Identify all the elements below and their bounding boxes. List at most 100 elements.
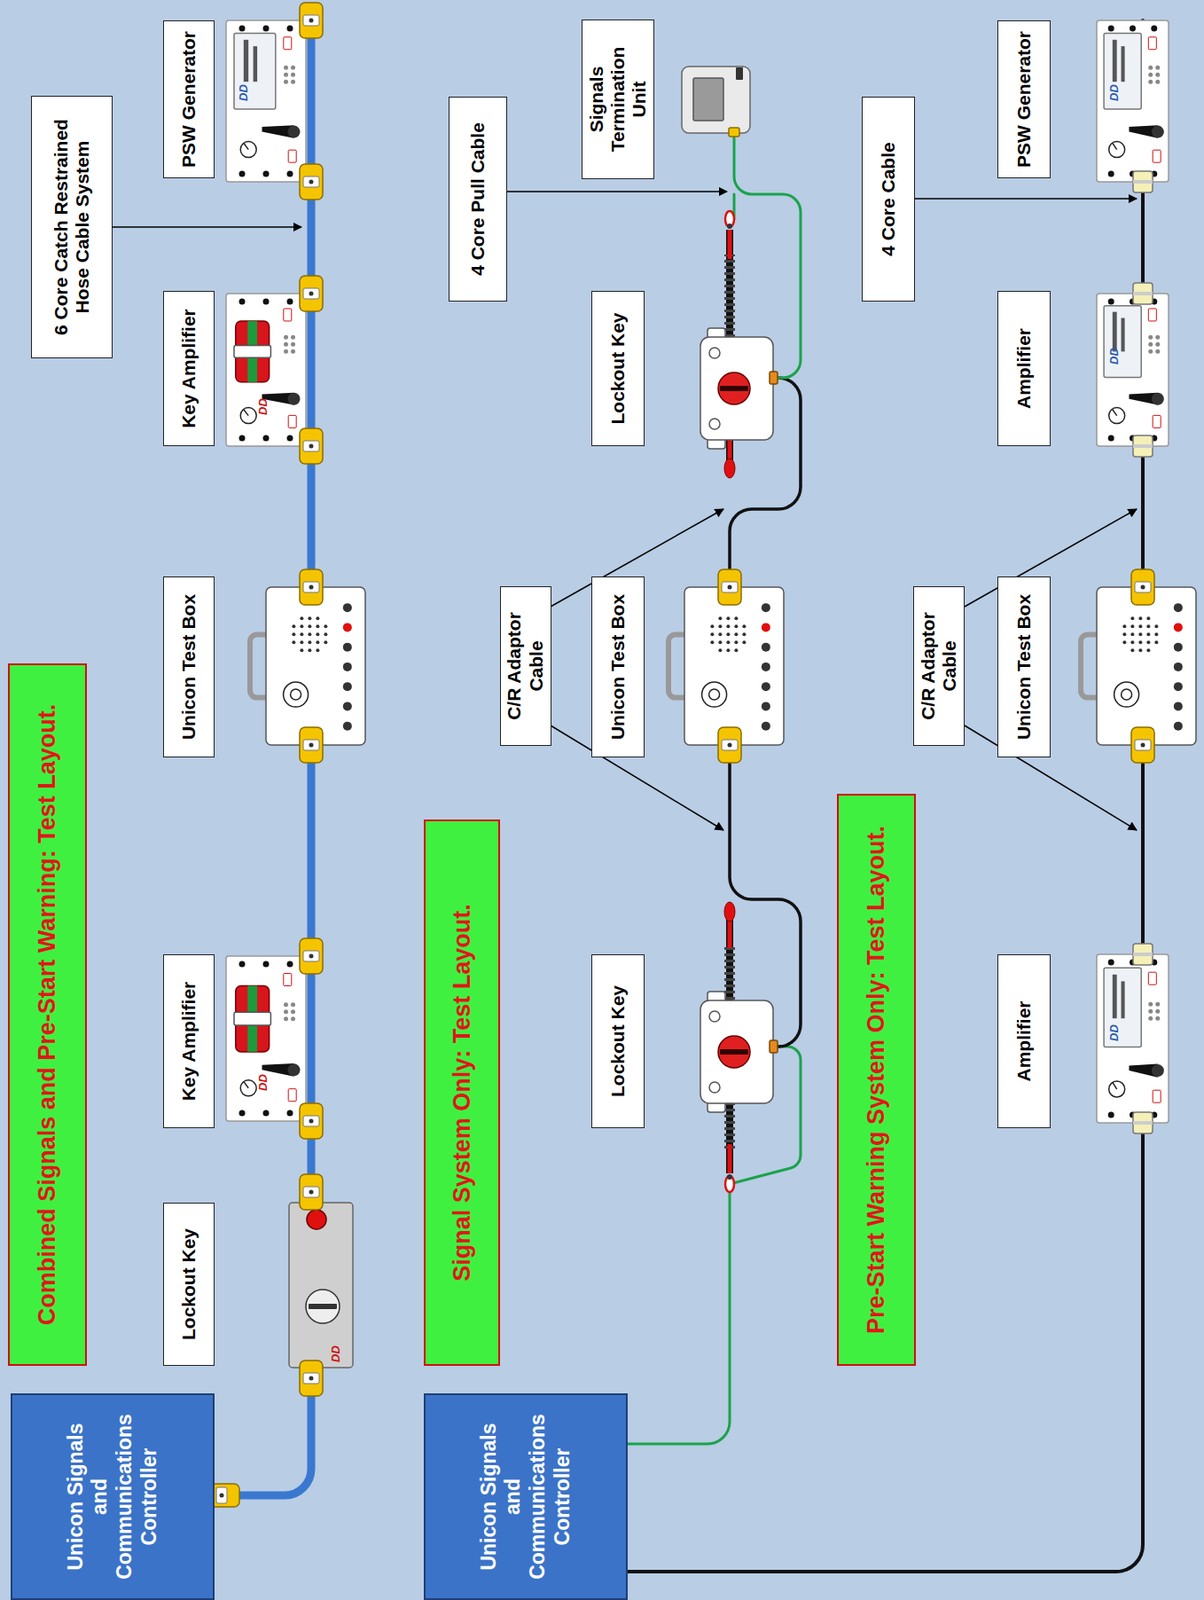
speaker-grille xyxy=(1154,640,1158,644)
component-label: C/R Adaptor Cable xyxy=(500,586,552,746)
vent-dot xyxy=(290,1001,296,1007)
label-text: Key Amplifier xyxy=(178,981,200,1102)
vent-dot xyxy=(283,349,289,354)
vent-dot xyxy=(290,335,296,340)
speaker-grille xyxy=(323,640,328,644)
speaker-grille xyxy=(291,632,296,636)
test-button xyxy=(343,721,352,731)
cable-connector xyxy=(299,1102,323,1139)
test-button xyxy=(761,681,771,691)
layout-title: Pre-Start Warning System Only: Test Layo… xyxy=(836,793,916,1366)
speaker-grille xyxy=(1122,632,1126,636)
body-screw xyxy=(709,1010,720,1022)
speaker-grille xyxy=(315,616,320,620)
display-text-bar xyxy=(243,39,249,82)
mounting-hole xyxy=(239,961,246,968)
leader-arrow xyxy=(507,190,728,193)
label-text: 4 Core Pull Cable xyxy=(467,122,489,276)
gauge-needle xyxy=(243,1080,249,1087)
vent-dot xyxy=(283,65,289,71)
vent-dot xyxy=(283,1008,289,1014)
speaker-grille xyxy=(299,648,304,652)
connector-pin xyxy=(309,953,314,959)
tag-plate xyxy=(283,37,292,50)
tag-plate xyxy=(283,972,292,986)
speaker-grille xyxy=(734,640,738,644)
component-label: PSW Generator xyxy=(163,20,215,179)
vent-dot xyxy=(290,342,296,347)
connector-clip xyxy=(303,176,320,188)
connector-clip xyxy=(303,950,320,962)
speaker-grille xyxy=(734,632,738,636)
component-label: PSW Generator xyxy=(997,20,1051,179)
vent-dot xyxy=(1155,335,1160,340)
speaker-grille xyxy=(1138,640,1142,644)
label-text: Lockout Key xyxy=(607,312,629,424)
gauge xyxy=(240,407,257,424)
gauge-needle xyxy=(243,142,249,149)
lockout-body xyxy=(700,1000,774,1103)
mounting-hole xyxy=(287,298,294,305)
plug-connector xyxy=(1133,435,1153,457)
controller-box: Unicon Signals and Communications Contro… xyxy=(423,1392,628,1600)
speaker-grille xyxy=(718,632,722,636)
component-label: Lockout Key xyxy=(163,1202,215,1366)
component-label: Amplifier xyxy=(997,953,1051,1128)
test-button xyxy=(343,701,352,711)
component-label: Unicon Test Box xyxy=(997,576,1051,758)
pull-wire-end xyxy=(727,229,733,259)
hook-eye xyxy=(727,1173,733,1180)
knob-bar xyxy=(719,385,749,391)
component-label: C/R Adaptor Cable xyxy=(913,586,965,746)
speaker-grille xyxy=(315,640,320,644)
mounting-hole xyxy=(1108,959,1115,966)
display-text-bar xyxy=(1121,46,1126,82)
component-label: Unicon Test Box xyxy=(591,576,645,758)
speaker-grille xyxy=(726,648,730,652)
connector-clip xyxy=(303,581,320,593)
plug-band xyxy=(1133,179,1153,184)
plug-band xyxy=(1133,444,1153,448)
knob-bar xyxy=(719,1048,749,1055)
carry-handle xyxy=(250,633,266,697)
lever-hub xyxy=(1151,125,1165,139)
lockout-knob xyxy=(305,1289,340,1323)
connector-pin xyxy=(309,444,314,449)
label-text: Unicon Test Box xyxy=(1013,594,1035,740)
plug-connector xyxy=(1133,282,1153,305)
body-screw xyxy=(709,1081,720,1093)
cable-gland xyxy=(769,371,778,384)
connector-clip xyxy=(1134,581,1151,593)
label-text: Unicon Test Box xyxy=(178,594,200,740)
logo-mark xyxy=(1121,688,1133,700)
connector-clip xyxy=(303,15,320,26)
test-button xyxy=(761,662,771,672)
speaker-grille xyxy=(742,632,746,636)
logo-circle xyxy=(702,681,728,707)
label-text: Lockout Key xyxy=(178,1227,200,1340)
mounting-hole xyxy=(1108,298,1115,305)
speaker-grille xyxy=(1130,640,1134,644)
logo-circle xyxy=(1114,681,1140,707)
component-label: Signals Termination Unit xyxy=(581,19,655,180)
test-button xyxy=(343,681,352,691)
test-button xyxy=(1173,622,1183,632)
vent-dot xyxy=(283,342,289,347)
controller-box: Unicon Signals and Communications Contro… xyxy=(10,1392,215,1600)
connector-clip xyxy=(216,1486,227,1503)
connector-clip xyxy=(303,739,320,751)
speaker-grille xyxy=(726,624,730,628)
mounting-hole xyxy=(1108,435,1115,442)
mounting-hole xyxy=(263,961,270,968)
test-button xyxy=(761,602,771,612)
reset-knob xyxy=(718,372,751,405)
leader-arrow xyxy=(112,226,302,228)
plug-band xyxy=(1133,1120,1153,1125)
cable-gland xyxy=(769,1039,778,1053)
display-text-bar xyxy=(253,46,258,82)
component-label: 4 Core Cable xyxy=(861,96,915,302)
cable-connector xyxy=(299,428,323,464)
label-text: C/R Adaptor Cable xyxy=(917,594,961,738)
leader-arrow xyxy=(964,508,1137,607)
display-text-bar xyxy=(1112,39,1118,82)
